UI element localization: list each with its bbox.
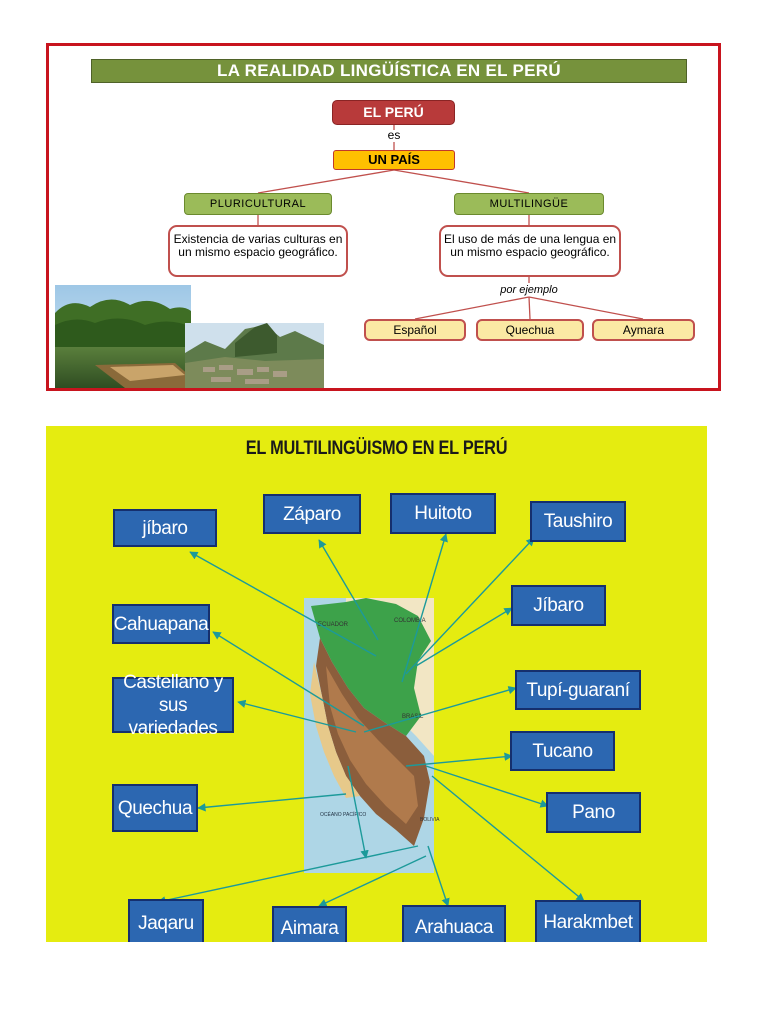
branch-multilingue: MULTILINGÜE [454,193,604,215]
lang-quechua: Quechua [112,784,198,832]
example-label: por ejemplo [500,284,558,296]
concept-map-connectors [257,125,644,320]
lang-arahuaca: Arahuaca [402,905,506,942]
multilingue-definition: El uso de más de una lengua en un mismo … [439,225,621,277]
language-arrows [157,533,585,907]
map-label-ecuador: ECUADOR [318,622,349,628]
lang-jaqaru: Jaqaru [128,899,204,942]
lang-tupi-guarani: Tupí-guaraní [515,670,641,710]
example-quechua: Quechua [476,319,584,341]
map-label-bolivia: BOLIVIA [420,817,440,823]
linguistic-reality-panel: LA REALIDAD LINGÜÍSTICA EN EL PERÚ EL PE… [46,43,721,391]
example-aymara: Aymara [592,319,695,341]
panel1-title: LA REALIDAD LINGÜÍSTICA EN EL PERÚ [91,59,687,83]
peru-map: ECUADOR COLOMBIA BRASIL BOLIVIA OCÉANO P… [304,598,440,873]
panel2-title: EL MULTILINGÜISMO EN EL PERÚ [245,438,508,459]
example-espanol: Español [364,319,466,341]
connector-word: es [387,128,401,142]
map-label-colombia: COLOMBIA [394,618,426,624]
lang-cahuapana: Cahuapana [112,604,210,644]
lang-taushiro: Taushiro [530,501,626,542]
pluricultural-definition: Existencia de varias culturas en un mism… [168,225,348,277]
branch-pluricultural: PLURICULTURAL [184,193,332,215]
root-node-peru: EL PERÚ [332,100,455,125]
country-node: UN PAÍS [333,150,455,170]
map-label-ocean: OCÉANO PACÍFICO [320,811,366,818]
lang-pano: Pano [546,792,641,833]
lang-aimara: Aimara [272,906,347,942]
amazon-river-photo [55,285,191,388]
lang-huitoto: Huitoto [390,493,496,534]
lang-harakmbet: Harakmbet [535,900,641,942]
lang-jibaro-a: jíbaro [113,509,217,547]
lang-tucano: Tucano [510,731,615,771]
lang-castellano: Castellano y sus variedades [112,672,234,739]
multilingualism-panel: EL MULTILINGÜISMO EN EL PERÚ ECUADOR COL… [46,426,707,942]
lang-jibaro-b: Jíbaro [511,585,606,626]
lang-zaparo: Záparo [263,494,361,534]
map-label-brasil: BRASIL [402,714,424,720]
peru-map-and-arrows: ECUADOR COLOMBIA BRASIL BOLIVIA OCÉANO P… [157,533,585,907]
machu-picchu-photo [185,323,324,388]
